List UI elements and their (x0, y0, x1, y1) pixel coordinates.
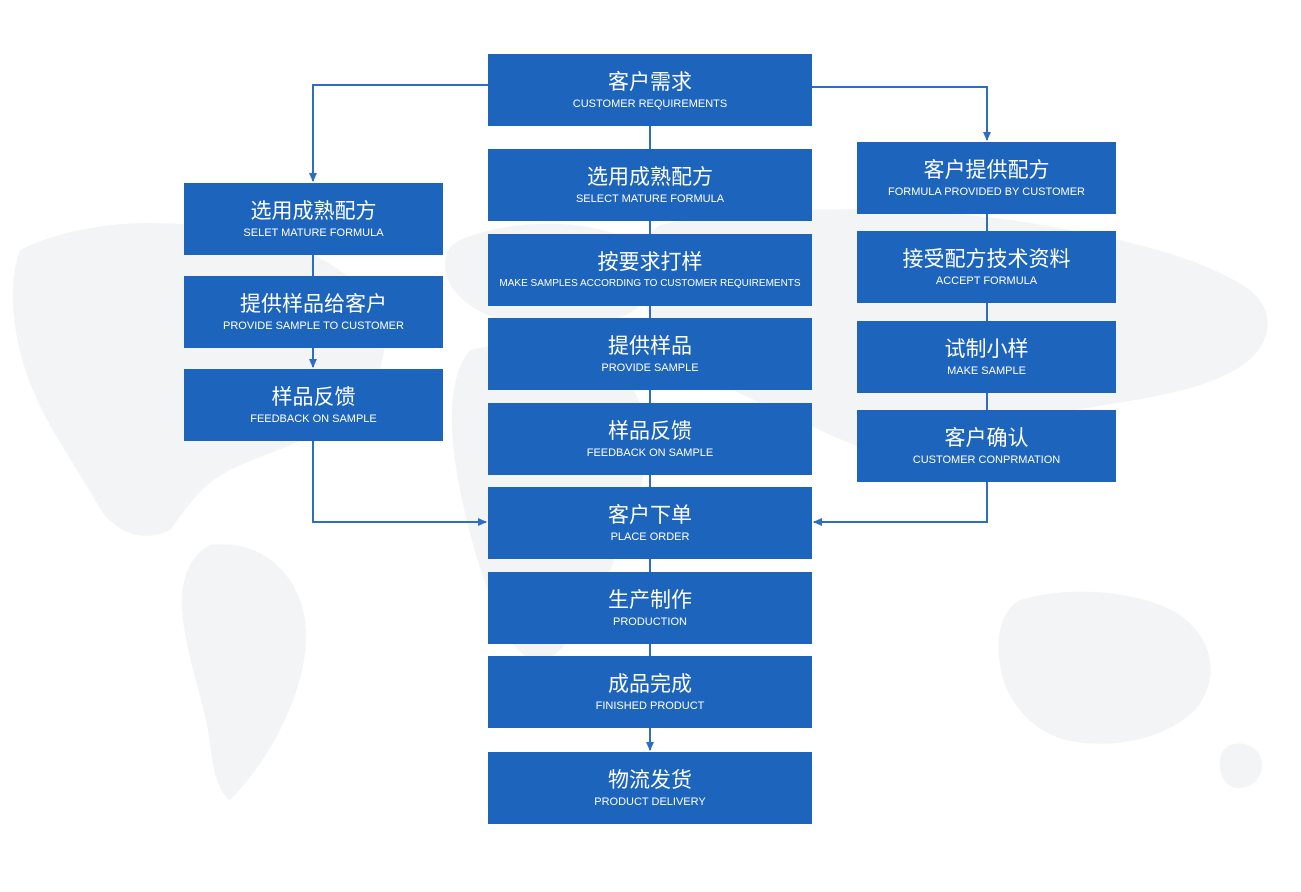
step-title-zh: 客户确认 (944, 426, 1029, 450)
step-title-zh: 生产制作 (608, 588, 692, 612)
step-title-en: MAKE SAMPLE (947, 365, 1026, 377)
step-finished-product: 成品完成 FINISHED PRODUCT (488, 656, 812, 728)
step-title-zh: 成品完成 (608, 672, 692, 696)
step-title-en: FINISHED PRODUCT (595, 700, 705, 712)
step-title-en: FEEDBACK ON SAMPLE (586, 447, 714, 459)
step-title-en: PROVIDE SAMPLE (601, 362, 699, 374)
step-title-en: PRODUCTION (613, 616, 687, 628)
right-step-make-sample: 试制小样 MAKE SAMPLE (857, 321, 1116, 393)
center-step-make-samples: 按要求打样 MAKE SAMPLES ACCORDING TO CUSTOMER… (488, 234, 812, 306)
step-title-zh: 客户提供配方 (923, 158, 1050, 182)
step-title-zh: 试制小样 (944, 337, 1029, 361)
step-title-zh: 客户下单 (608, 503, 692, 527)
connector-top-to-right (812, 86, 991, 141)
left-step-provide-sample-to-customer: 提供样品给客户 PROVIDE SAMPLE TO CUSTOMER (184, 276, 443, 348)
step-title-zh: 样品反馈 (608, 419, 692, 443)
step-production: 生产制作 PRODUCTION (488, 572, 812, 644)
left-step-select-mature-formula: 选用成熟配方 SELET MATURE FORMULA (184, 183, 443, 255)
step-customer-requirements: 客户需求 CUSTOMER REQUIREMENTS (488, 54, 812, 126)
step-title-zh: 提供样品给客户 (240, 292, 387, 316)
right-step-formula-provided-by-customer: 客户提供配方 FORMULA PROVIDED BY CUSTOMER (857, 142, 1116, 214)
step-title-en: FEEDBACK ON SAMPLE (250, 413, 377, 425)
step-title-zh: 按要求打样 (597, 250, 703, 274)
step-title-zh: 客户需求 (608, 70, 692, 94)
step-title-zh: 选用成熟配方 (250, 199, 377, 223)
right-step-accept-formula: 接受配方技术资料 ACCEPT FORMULA (857, 231, 1116, 303)
connector-left-to-order (312, 441, 487, 526)
step-title-en: CUSTOMER REQUIREMENTS (572, 98, 728, 110)
step-title-en: CUSTOMER CONPRMATION (912, 454, 1061, 466)
connector-top-to-left (309, 84, 488, 182)
center-step-select-mature-formula: 选用成熟配方 SELECT MATURE FORMULA (488, 149, 812, 221)
step-title-zh: 提供样品 (608, 334, 692, 358)
center-step-provide-sample: 提供样品 PROVIDE SAMPLE (488, 318, 812, 390)
step-title-en: PLACE ORDER (610, 531, 690, 543)
step-title-zh: 样品反馈 (271, 385, 356, 409)
step-title-en: SELECT MATURE FORMULA (575, 193, 725, 205)
step-title-en: MAKE SAMPLES ACCORDING TO CUSTOMER REQUI… (499, 278, 801, 289)
step-title-en: ACCEPT FORMULA (935, 275, 1038, 287)
step-place-order: 客户下单 PLACE ORDER (488, 487, 812, 559)
step-title-zh: 物流发货 (608, 768, 692, 792)
center-step-feedback-on-sample: 样品反馈 FEEDBACK ON SAMPLE (488, 403, 812, 475)
right-step-customer-confirmation: 客户确认 CUSTOMER CONPRMATION (857, 410, 1116, 482)
step-title-zh: 接受配方技术资料 (902, 247, 1071, 271)
step-title-en: FORMULA PROVIDED BY CUSTOMER (887, 186, 1086, 198)
left-step-feedback-on-sample: 样品反馈 FEEDBACK ON SAMPLE (184, 369, 443, 441)
connector-right-to-order (813, 482, 988, 526)
step-title-en: PRODUCT DELIVERY (594, 796, 706, 808)
step-title-en: SELET MATURE FORMULA (243, 227, 384, 239)
step-product-delivery: 物流发货 PRODUCT DELIVERY (488, 752, 812, 824)
step-title-zh: 选用成熟配方 (587, 165, 713, 189)
step-title-en: PROVIDE SAMPLE TO CUSTOMER (223, 320, 404, 332)
